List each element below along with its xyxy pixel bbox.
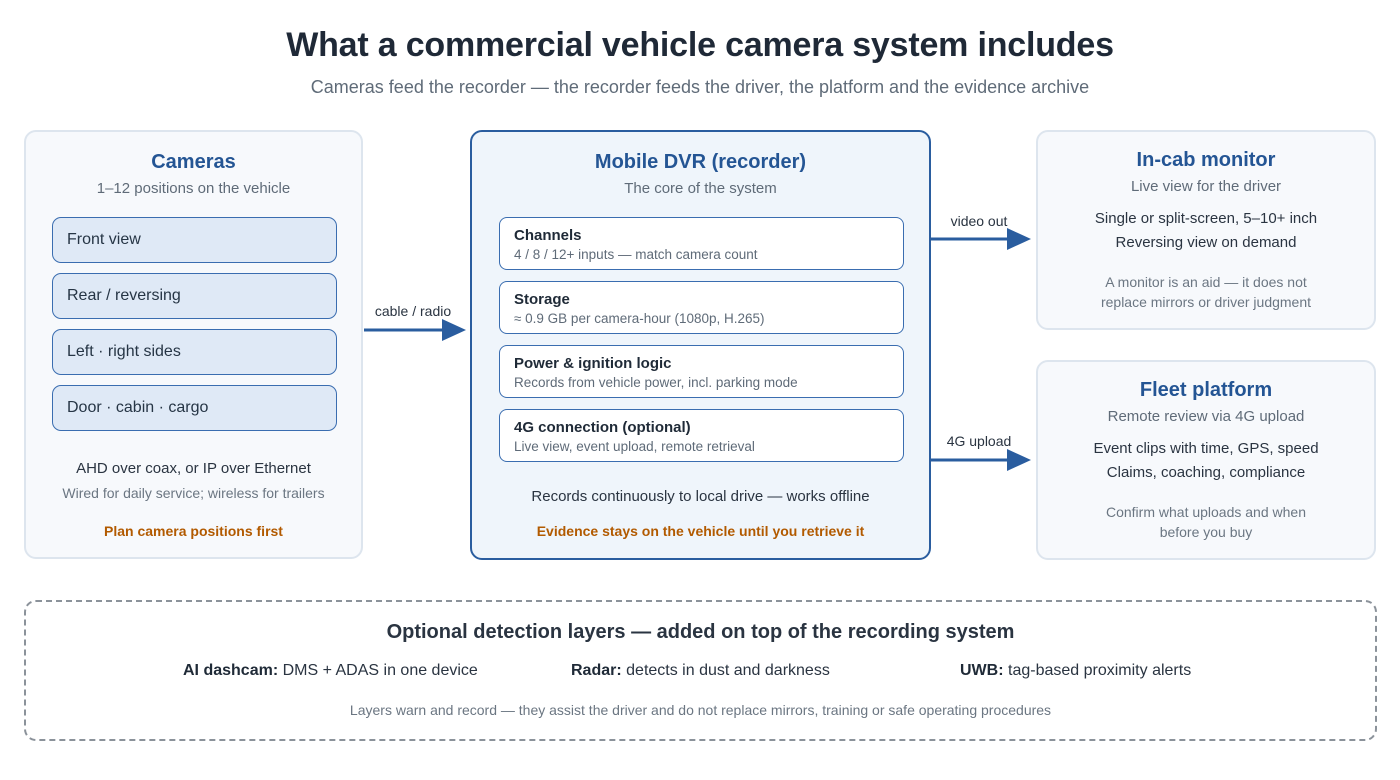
cameras-subtitle: 1–12 positions on the vehicle: [96, 180, 291, 197]
cameras-tip: Plan camera positions first: [104, 523, 283, 539]
dvr-feature-detail: Live view, event upload, remote retrieva…: [514, 439, 755, 454]
layer-name: Radar:: [571, 662, 622, 679]
dvr-note: Records continuously to local drive — wo…: [531, 488, 870, 505]
dvr-feature-4g: 4G connection (optional) Live view, even…: [499, 409, 904, 462]
cameras-connection-note: Wired for daily service; wireless for tr…: [62, 485, 325, 501]
monitor-line-1: Single or split-screen, 5–10+ inch: [1094, 210, 1318, 227]
dvr-feature-heading: Storage: [514, 291, 570, 308]
cameras-connection-text: AHD over coax, or IP over Ethernet: [76, 460, 311, 477]
monitor-note-1: A monitor is an aid — it does not: [1105, 274, 1307, 290]
platform-note-1: Confirm what uploads and when: [1105, 504, 1306, 520]
cameras-panel: Cameras 1–12 positions on the vehicle Fr…: [24, 130, 363, 559]
layer-ai-dashcam: AI dashcam: DMS + ADAS in one device: [183, 662, 478, 680]
dvr-feature-heading: 4G connection (optional): [514, 419, 691, 436]
platform-note-2: before you buy: [1159, 524, 1253, 540]
arrow-dvr-to-monitor: [931, 228, 1031, 250]
arrow-label-video-out: video out: [950, 213, 1008, 229]
dvr-panel: Mobile DVR (recorder) The core of the sy…: [470, 130, 931, 560]
camera-position-front: Front view: [52, 217, 337, 263]
layer-radar: Radar: detects in dust and darkness: [571, 662, 830, 680]
dvr-feature-heading: Power & ignition logic: [514, 355, 672, 372]
layer-uwb: UWB: tag-based proximity alerts: [960, 662, 1191, 680]
monitor-title: In-cab monitor: [1136, 149, 1276, 171]
monitor-panel: In-cab monitor Live view for the driver …: [1036, 130, 1376, 330]
dvr-feature-channels: Channels 4 / 8 / 12+ inputs — match came…: [499, 217, 904, 270]
camera-position-rear: Rear / reversing: [52, 273, 337, 319]
arrow-label-4g-upload: 4G upload: [946, 433, 1012, 449]
diagram-title: What a commercial vehicle camera system …: [286, 26, 1114, 64]
dvr-feature-detail: ≈ 0.9 GB per camera-hour (1080p, H.265): [514, 311, 765, 326]
arrow-label-cable-radio: cable / radio: [374, 303, 452, 319]
camera-position-sides: Left · right sides: [52, 329, 337, 375]
camera-position-door-cabin-cargo: Door · cabin · cargo: [52, 385, 337, 431]
dvr-subtitle: The core of the system: [624, 180, 777, 197]
dvr-feature-heading: Channels: [514, 227, 582, 244]
monitor-subtitle: Live view for the driver: [1130, 178, 1282, 195]
detection-layers-panel: Optional detection layers — added on top…: [24, 600, 1377, 741]
dvr-feature-storage: Storage ≈ 0.9 GB per camera-hour (1080p,…: [499, 281, 904, 334]
diagram-subtitle: Cameras feed the recorder — the recorder…: [310, 77, 1090, 97]
dvr-tip: Evidence stays on the vehicle until you …: [536, 523, 865, 539]
detection-layers-footnote: Layers warn and record — they assist the…: [349, 702, 1052, 718]
monitor-line-2: Reversing view on demand: [1115, 234, 1297, 251]
layer-description: detects in dust and darkness: [626, 662, 830, 679]
layer-name: AI dashcam:: [183, 662, 279, 679]
platform-subtitle: Remote review via 4G upload: [1107, 408, 1305, 425]
arrow-cameras-to-dvr: [364, 319, 466, 341]
monitor-note-2: replace mirrors or driver judgment: [1100, 294, 1312, 310]
layer-name: UWB:: [960, 662, 1004, 679]
platform-panel: Fleet platform Remote review via 4G uplo…: [1036, 360, 1376, 560]
dvr-feature-power: Power & ignition logic Records from vehi…: [499, 345, 904, 398]
dvr-feature-detail: Records from vehicle power, incl. parkin…: [514, 375, 798, 390]
layer-description: tag-based proximity alerts: [1008, 662, 1192, 679]
dvr-feature-detail: 4 / 8 / 12+ inputs — match camera count: [514, 247, 758, 262]
detection-layers-title: Optional detection layers — added on top…: [386, 621, 1015, 643]
platform-line-1: Event clips with time, GPS, speed: [1093, 440, 1319, 457]
cameras-title: Cameras: [151, 151, 236, 173]
platform-title: Fleet platform: [1139, 379, 1273, 401]
arrow-dvr-to-platform: [931, 449, 1031, 471]
platform-line-2: Claims, coaching, compliance: [1106, 464, 1306, 481]
dvr-title: Mobile DVR (recorder): [594, 151, 807, 173]
layer-description: DMS + ADAS in one device: [282, 662, 478, 679]
